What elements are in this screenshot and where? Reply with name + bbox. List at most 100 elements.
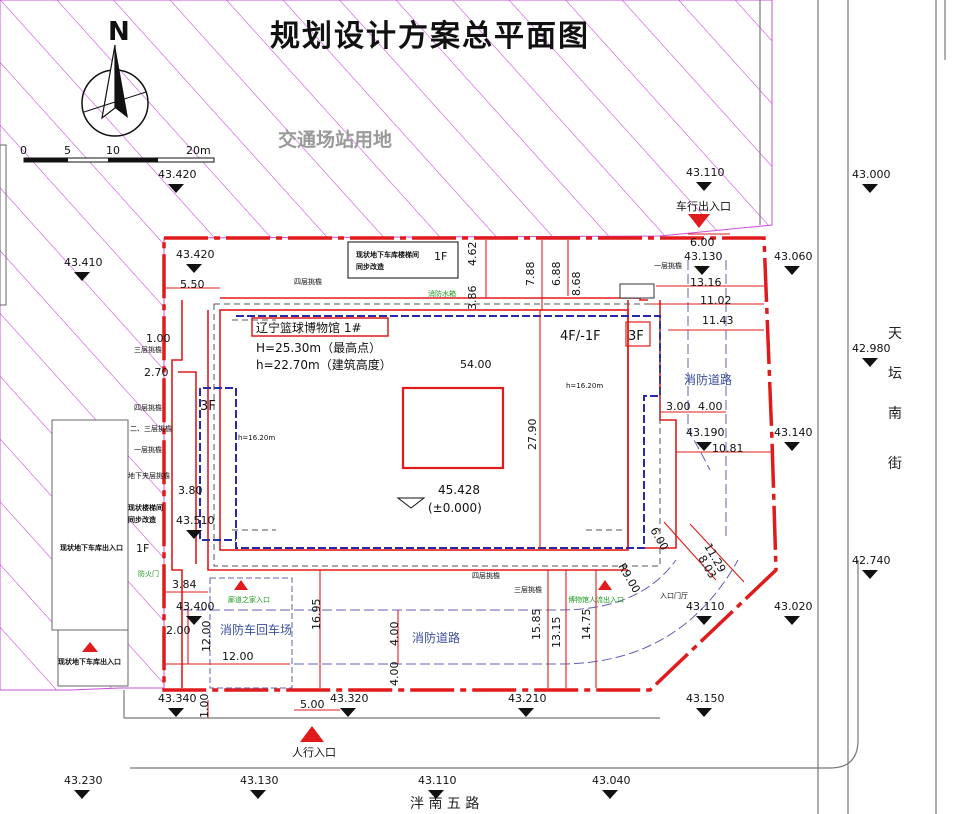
floors-3f: 3F <box>628 329 644 344</box>
green-small-label: 消防水箱 <box>428 289 456 298</box>
elevation-triangle-icon <box>186 264 202 273</box>
dim-5: 8.68 <box>570 272 583 297</box>
fire-road <box>182 260 739 665</box>
dim-15: 3.00 <box>666 400 691 413</box>
elevation-label: 43.210 <box>508 692 547 705</box>
eave-f3-bottom: 三层挑檐 <box>514 585 542 594</box>
setback-dashes <box>213 303 661 567</box>
dimension-lines <box>164 233 772 718</box>
dim-25: 12.00 <box>200 621 213 653</box>
eave-f1: 一层挑檐 <box>134 445 162 454</box>
dim-34: 5.00 <box>300 698 325 711</box>
dim-13: 1.00 <box>146 332 171 345</box>
elevation-triangle-icon <box>186 616 202 625</box>
green-door-label: 防火门 <box>138 569 159 578</box>
elevation-label: 43.020 <box>774 600 813 613</box>
elevation-triangle-icon <box>428 790 444 799</box>
elevation-label: 43.190 <box>686 426 725 439</box>
existing-stair-floor: 1F <box>434 250 447 263</box>
elevation-triangle-icon <box>602 790 618 799</box>
street-right-char-2: 坛 <box>888 366 902 382</box>
dim-2: 4.62 <box>466 242 479 267</box>
eave-f4: 四层挑檐 <box>294 277 322 286</box>
street-right-lines <box>759 0 946 814</box>
vehicle-entrance-label: 车行出入口 <box>676 199 731 213</box>
eave-f4-left: 四层挑檐 <box>134 403 162 412</box>
fire-road-top: 消防道路 <box>684 372 732 387</box>
elevation-triangle-icon <box>862 570 878 579</box>
dim-12: 27.90 <box>526 419 539 451</box>
dim-11: 54.00 <box>460 358 492 371</box>
street-bottom-lines <box>123 560 859 769</box>
corridor-entrance-label: 廊道之家入口 <box>228 595 270 604</box>
elevation-label: 43.150 <box>686 692 725 705</box>
vehicle-entrance-icon <box>688 214 710 228</box>
garage-exit-floor: 1F <box>136 542 149 555</box>
elevation-triangle-icon <box>862 184 878 193</box>
dim-4: 6.88 <box>550 262 563 287</box>
h-inner-b: h=16.20m <box>238 434 275 442</box>
building-height-peak: H=25.30m（最高点） <box>256 340 381 355</box>
dim-14: 2.70 <box>144 366 169 379</box>
elevation-triangle-icon <box>696 708 712 717</box>
elevation-triangle-icon <box>186 530 202 539</box>
fire-road-bottom: 消防道路 <box>412 630 460 645</box>
elevation-label: 43.110 <box>418 774 457 787</box>
elevation-triangle-icon <box>74 790 90 799</box>
elevation-label: 43.230 <box>64 774 103 787</box>
building-name: 辽宁篮球博物馆 1# <box>256 320 362 335</box>
elevation-triangle-icon <box>74 272 90 281</box>
elevation-triangle-icon <box>696 182 712 191</box>
elevation-label: 43.320 <box>330 692 369 705</box>
fire-turnaround-label: 消防车回车场 <box>220 622 292 637</box>
street-bottom: 泮 南 五 路 <box>410 796 479 812</box>
dim-22: R9.00 <box>615 561 642 595</box>
building-blue-outline <box>199 315 661 549</box>
elevation-label: 42.740 <box>852 554 891 567</box>
site-redline <box>162 236 778 692</box>
dim-32: 14.75 <box>580 609 593 641</box>
elevation-triangle-icon <box>696 442 712 451</box>
street-right-char-4: 街 <box>888 456 902 472</box>
dim-9: 11.43 <box>702 314 734 327</box>
pedestrian-entrance-label: 人行入口 <box>292 746 336 759</box>
elevation-triangle-icon <box>518 708 534 717</box>
garage-exit-bottom: 现状地下车库出入口 <box>58 657 121 666</box>
existing-stair-box <box>347 241 459 279</box>
dim-18: 3.80 <box>178 484 203 497</box>
red-setbacks <box>171 297 677 688</box>
elevation-triangle-icon <box>250 790 266 799</box>
north-arrow-icon <box>81 44 149 137</box>
dim-23: 3.84 <box>172 578 197 591</box>
elevation-triangle-icon <box>784 266 800 275</box>
zone-label: 交通场站用地 <box>278 128 392 151</box>
dim-24: 2.00 <box>166 624 191 637</box>
floors-left: 3F <box>200 399 216 414</box>
dim-28: 4.00 <box>388 622 401 647</box>
left-existing-buildings <box>0 144 129 687</box>
elevation-triangle-icon <box>168 708 184 717</box>
elevation-triangle-icon <box>696 616 712 625</box>
ground-zero: (±0.000) <box>428 501 482 515</box>
plan-title: 规划设计方案总平面图 <box>270 19 590 54</box>
dim-31: 13.15 <box>550 617 563 649</box>
dim-26: 12.00 <box>222 650 254 663</box>
h-inner-a: h=16.20m <box>566 382 603 390</box>
existing-stair-left-line2: 同步改造 <box>128 515 157 524</box>
scale-label-0: 0 <box>20 144 27 157</box>
building-height: h=22.70m（建筑高度） <box>256 357 392 372</box>
dim-17: 10.81 <box>712 442 744 455</box>
elevation-label: 43.140 <box>774 426 813 439</box>
museum-entrance-icon <box>598 580 612 590</box>
street-right-char-3: 南 <box>888 406 902 422</box>
eave-f1-right: 一层挑檐 <box>654 261 682 270</box>
dim-6: 3.86 <box>466 286 479 311</box>
street-right-char-1: 天 <box>888 326 902 342</box>
elevation-label: 43.130 <box>684 250 723 263</box>
elevation-label: 43.510 <box>176 514 215 527</box>
side-entrance-label: 入口门厅 <box>660 591 688 600</box>
eave-f23: 二、三层挑檐 <box>130 424 172 433</box>
existing-stair-line1: 现状地下车库楼梯间 <box>356 250 419 259</box>
garage-exit-label: 现状地下车库出入口 <box>60 543 123 552</box>
